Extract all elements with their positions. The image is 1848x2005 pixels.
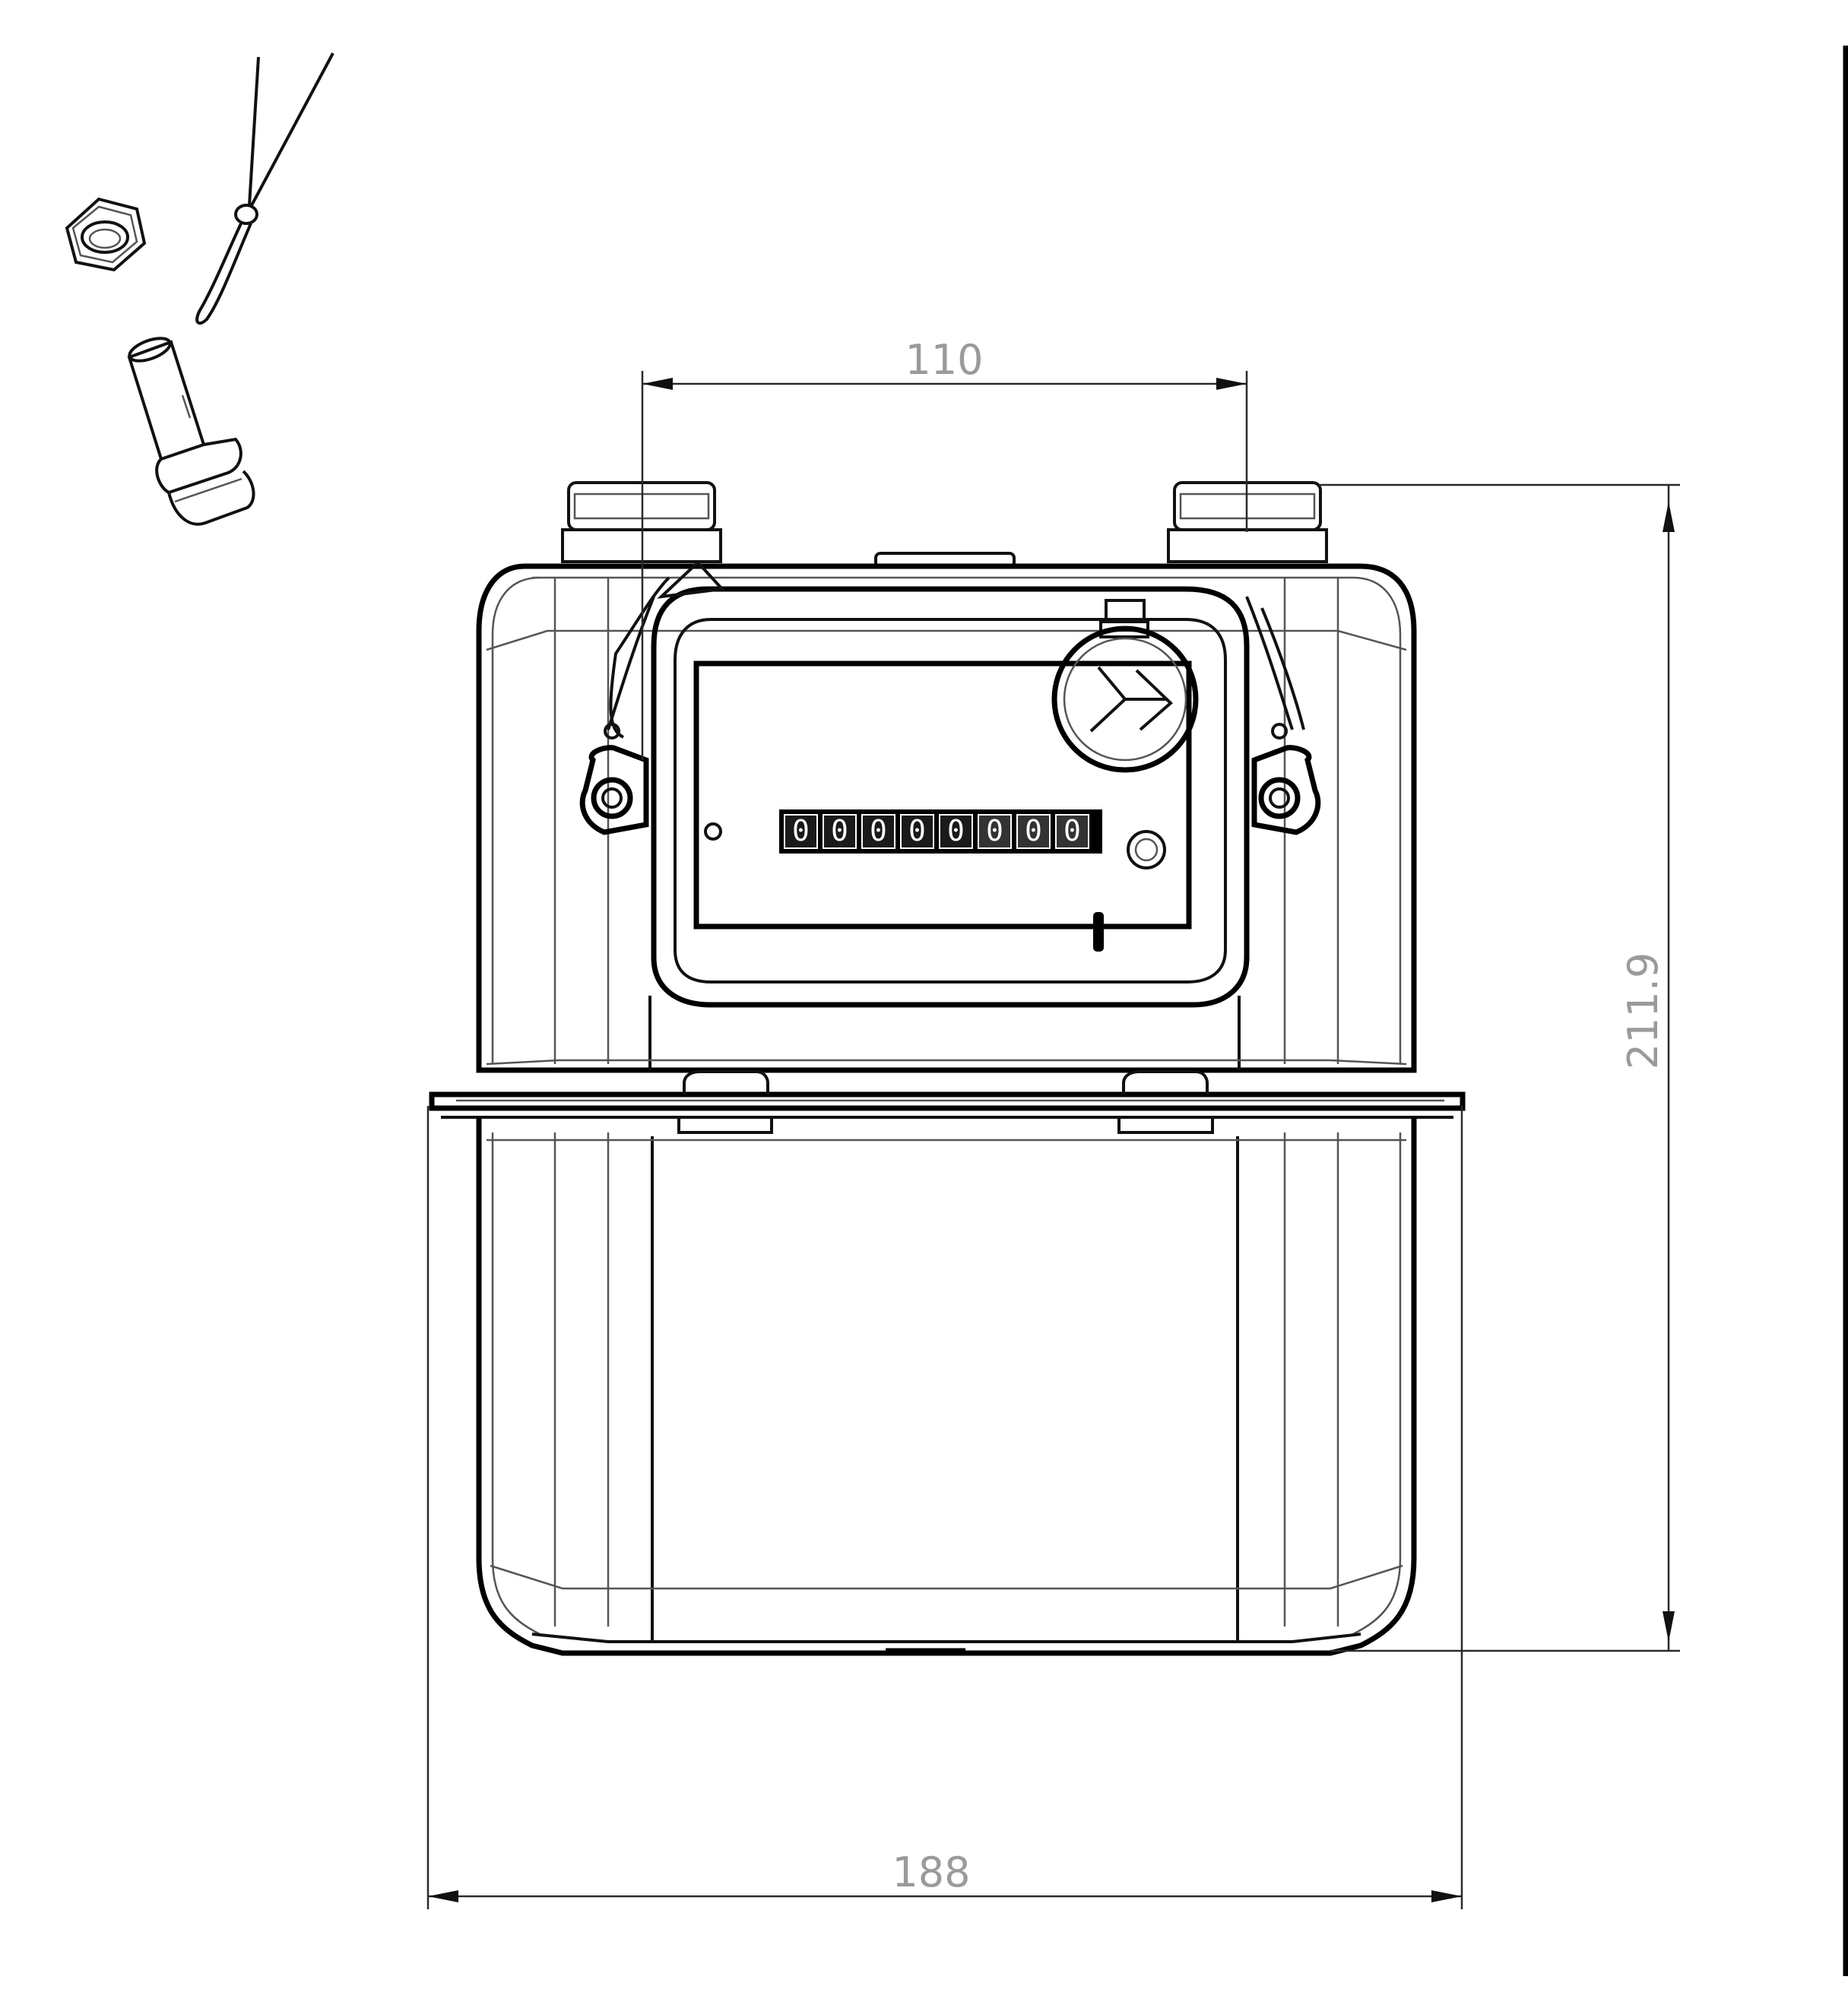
counter-digit: 0: [792, 814, 810, 847]
counter-digit: 0: [986, 814, 1003, 847]
test-dial: [1051, 599, 1199, 773]
counter-digit-cell: [939, 814, 973, 849]
counter-digit: 0: [870, 814, 887, 847]
meter-body: [429, 481, 1466, 1656]
counter-digit-cell: [978, 814, 1012, 849]
counter-digit-cell: [900, 814, 934, 849]
dimension-top-width-label: 110: [905, 336, 983, 384]
counter-digit-cell: [823, 814, 857, 849]
hex-nut: [65, 197, 147, 272]
dimension-top-width: 110: [641, 336, 1248, 760]
counter-digit-cell: [784, 814, 818, 849]
counter-digit: 0: [1063, 814, 1081, 847]
counter-digit: 0: [1025, 814, 1042, 847]
counter-digit-cell: [861, 814, 895, 849]
counter-digit: 0: [947, 814, 965, 847]
dimension-overall-width: 188: [426, 1106, 1463, 1909]
connector-bolt: [127, 337, 255, 526]
dimension-overall-width-label: 188: [892, 1848, 970, 1896]
counter-digit: 0: [908, 814, 926, 847]
dimension-height: 211.9: [1319, 483, 1680, 1652]
counter-digit: 0: [831, 814, 848, 847]
counter-digit-cell: [1055, 814, 1089, 849]
dimension-height-label: 211.9: [1619, 952, 1667, 1070]
seal-wire: [195, 52, 334, 325]
counter-digit-cell: [1016, 814, 1051, 849]
